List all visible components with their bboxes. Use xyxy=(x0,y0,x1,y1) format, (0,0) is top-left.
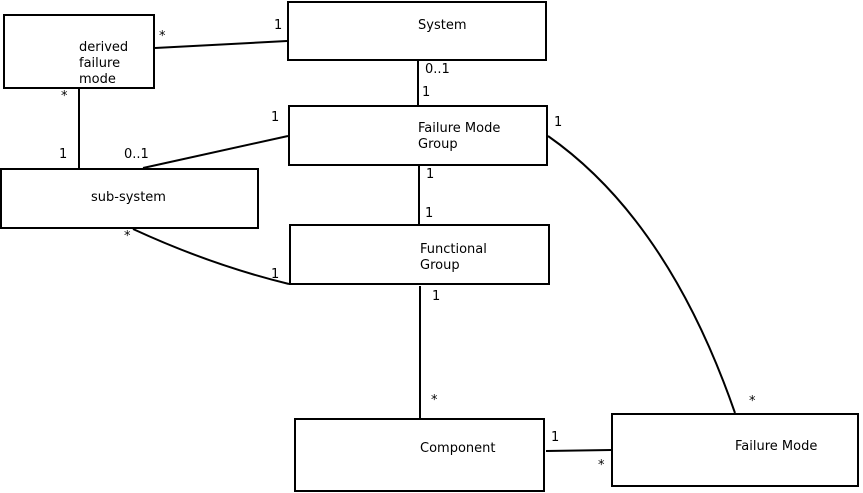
multiplicity-label-failure-mode-group-end: 1 xyxy=(422,85,431,100)
association-curve-failure-mode-group-failure-mode xyxy=(547,135,736,414)
class-box-sub-system[interactable]: sub-system xyxy=(0,168,259,229)
multiplicity-label-sub-system-end: * xyxy=(124,229,131,244)
multiplicity-label-failure-mode-group-end: 1 xyxy=(426,167,435,182)
multiplicity-label-failure-mode-group-end: 1 xyxy=(554,115,563,130)
class-box-functional-group[interactable]: Functional Group xyxy=(289,224,550,285)
multiplicity-label-functional-group-end: 1 xyxy=(432,289,441,304)
association-line-failure-mode-group-sub-system xyxy=(142,135,289,169)
class-box-failure-mode-group[interactable]: Failure Mode Group xyxy=(288,105,548,166)
multiplicity-label-failure-mode-end: * xyxy=(749,394,756,409)
association-curve-sub-system-functional-group xyxy=(132,228,290,285)
multiplicity-label-sub-system-end: 1 xyxy=(59,147,68,162)
class-box-failure-mode-label: Failure Mode xyxy=(735,439,818,454)
class-box-system[interactable]: System xyxy=(287,1,547,61)
class-box-failure-mode[interactable]: Failure Mode xyxy=(611,413,859,487)
class-box-derived-failure-mode-label: derived failure mode xyxy=(79,40,129,87)
multiplicity-label-component-end: 1 xyxy=(551,430,560,445)
multiplicity-label-failure-mode-end: * xyxy=(598,458,605,473)
class-box-sub-system-label: sub-system xyxy=(91,190,166,205)
multiplicity-label-component-end: * xyxy=(431,393,438,408)
multiplicity-label-sub-system-end: 0..1 xyxy=(124,147,149,162)
class-box-component-label: Component xyxy=(420,441,496,456)
class-box-failure-mode-group-label: Failure Mode Group xyxy=(418,121,501,152)
association-line-system-derived-failure-mode xyxy=(154,40,288,49)
class-box-derived-failure-mode[interactable]: derived failure mode xyxy=(3,14,155,89)
multiplicity-label-derived-failure-mode-end: * xyxy=(159,29,166,44)
multiplicity-label-system-end: 1 xyxy=(274,18,283,33)
multiplicity-label-functional-group-end: 1 xyxy=(271,267,280,282)
multiplicity-label-system-end: 0..1 xyxy=(425,62,450,77)
multiplicity-label-functional-group-end: 1 xyxy=(425,206,434,221)
class-box-functional-group-label: Functional Group xyxy=(420,242,487,273)
multiplicity-label-failure-mode-group-end: 1 xyxy=(271,110,280,125)
class-box-system-label: System xyxy=(418,18,467,33)
class-box-component[interactable]: Component xyxy=(294,418,545,492)
multiplicity-label-derived-failure-mode-end: * xyxy=(61,89,68,104)
association-line-component-failure-mode xyxy=(545,449,612,452)
